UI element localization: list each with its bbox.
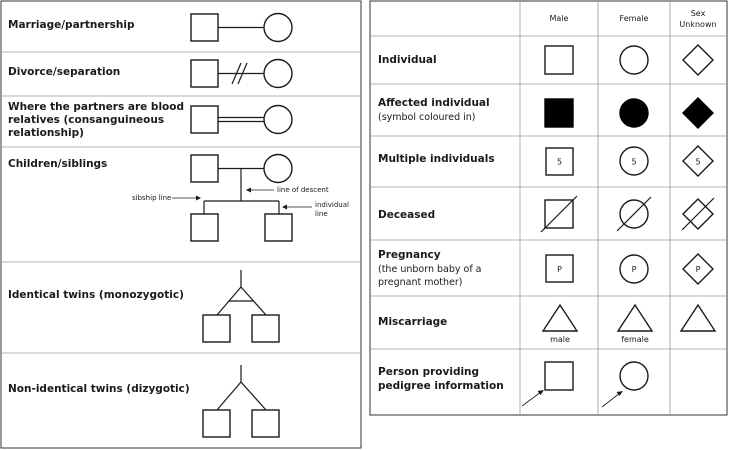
twin-square [202,314,231,343]
line-of-descent-note: line of descent [277,186,329,194]
consanguineous-label-line-2: relatives (consanguineous [8,114,164,126]
twin-square [202,409,231,438]
affected-label: Affected individual [378,97,490,109]
arrowhead [616,391,623,396]
unknown-triangle [679,303,717,332]
male-square [544,361,574,391]
consanguineous-symbol [190,104,293,135]
count-number: 5 [631,158,636,167]
arrowhead [246,187,251,193]
divorce-symbol [190,58,293,89]
mother-circle [263,153,293,184]
affected-male-square [544,98,574,128]
pregnancy-letter: P [557,265,562,274]
twin-square [251,409,280,438]
female-circle [619,254,649,284]
header-unknown-line-2: Unknown [679,20,716,29]
female-triangle [616,303,654,332]
header-male: Male [550,14,569,23]
proband-label-line-1: Person providing [378,366,479,378]
left-panel: Marriage/partnership Divorce/separation … [0,0,362,449]
children-symbol [172,153,312,242]
male-square [190,13,219,42]
deceased-slash [540,195,578,233]
pregnancy-sublabel-1: (the unborn baby of a [378,264,482,275]
father-square [190,154,219,183]
male-square [190,105,219,134]
female-circle [619,45,649,75]
female-circle [619,361,649,391]
affected-female-circle [619,98,649,128]
arrowhead [196,195,201,201]
count-number: 5 [695,158,700,167]
female-circle [263,104,293,135]
pregnancy-label: Pregnancy [378,249,441,261]
multiple-label: Multiple individuals [378,153,495,165]
unknown-diamond [682,253,714,285]
female-circle [263,58,293,89]
unknown-diamond [682,44,714,76]
deceased-slash [616,196,652,232]
twin-branch [216,381,242,411]
female-circle [619,146,649,176]
separation-slash [231,62,242,85]
non-identical-twins-symbol [202,365,280,438]
individual-line-note-2: line [315,210,328,218]
count-number: 5 [557,158,562,167]
affected-sublabel: (symbol coloured in) [378,112,476,123]
proband-arrow [601,392,621,408]
consanguineous-label-line-1: Where the partners are blood [8,101,184,113]
arrowhead [537,390,544,395]
separation-slash [237,62,248,85]
female-circle [263,12,293,43]
arrowhead [282,204,287,210]
pregnancy-letter: P [696,265,701,274]
marriage-symbol [190,12,293,43]
identical-twins-symbol [202,270,280,343]
male-triangle [541,303,579,332]
right-panel: Male Female Sex Unknown Individual Affec… [369,0,728,416]
non-identical-twins-label: Non-identical twins (dizygotic) [8,383,190,395]
children-label: Children/siblings [8,158,107,170]
identical-twins-label: Identical twins (monozygotic) [8,289,184,301]
left-panel-frame [0,0,362,449]
child-square [190,213,219,242]
male-square [544,45,574,75]
pregnancy-sublabel-2: pregnant mother) [378,277,462,288]
sibship-line-note: sibship line [132,194,171,202]
male-square [545,254,574,283]
proband-arrow [521,391,542,407]
twin-square [251,314,280,343]
male-caption: male [550,335,570,344]
individual-label: Individual [378,54,437,66]
header-female: Female [620,14,649,23]
female-caption: female [621,335,649,344]
unknown-diamond [682,145,714,177]
twin-branch [240,381,267,411]
male-square [545,147,574,176]
right-panel-frame [369,0,728,416]
individual-line-note-1: individual [315,201,349,209]
header-unknown-line-1: Sex [691,9,706,18]
child-square [264,213,293,242]
miscarriage-label: Miscarriage [378,316,447,328]
pregnancy-letter: P [632,265,637,274]
male-square [190,59,219,88]
deceased-label: Deceased [378,209,435,221]
deceased-slash [681,197,715,231]
affected-unknown-diamond [682,97,714,129]
divorce-label: Divorce/separation [8,66,120,78]
marriage-label: Marriage/partnership [8,19,135,31]
proband-label-line-2: pedigree information [378,380,504,392]
consanguineous-label-line-3: relationship) [8,127,84,139]
